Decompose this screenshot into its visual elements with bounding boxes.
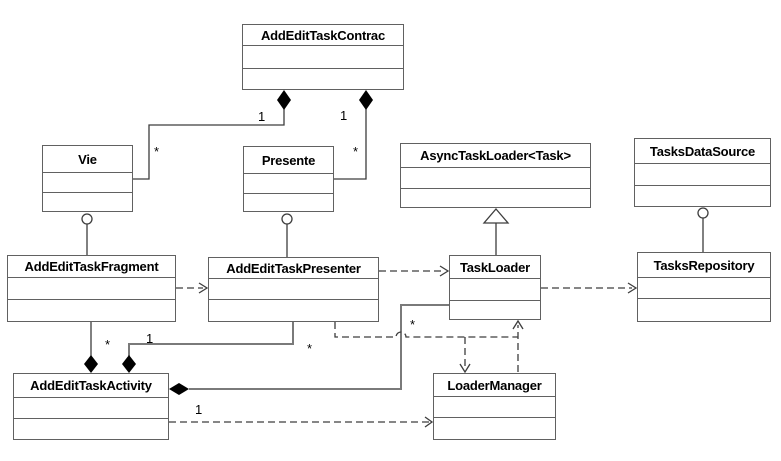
- class-methods-compartment: [450, 301, 540, 319]
- dependency-arrowhead-icon: [439, 265, 450, 277]
- class-tasksrepository[interactable]: TasksRepository: [637, 252, 771, 322]
- class-methods-compartment: [638, 299, 770, 321]
- composition-diamond-icon: [277, 90, 291, 110]
- class-title: TaskLoader: [450, 256, 540, 279]
- composition-link-activity-presenter: [122, 322, 294, 373]
- composition-link-contract-vie: [133, 90, 291, 180]
- class-taskloader[interactable]: TaskLoader: [449, 255, 541, 320]
- composition-diamond-icon: [169, 383, 189, 395]
- dependency-arrowhead-icon: [627, 282, 638, 294]
- class-title: AddEditTaskActivity: [14, 374, 168, 398]
- class-loadermanager[interactable]: LoaderManager: [433, 373, 556, 440]
- multiplicity-label: 1: [258, 109, 266, 124]
- dependency-link-activity-loadermanager: [169, 416, 434, 428]
- dependency-link-fragment-presenter: [176, 282, 209, 294]
- class-attributes-compartment: [450, 279, 540, 301]
- multiplicity-label: *: [353, 144, 359, 159]
- dependency-link-taskloader-repository: [541, 282, 638, 294]
- class-title: AddEditTaskPresenter: [209, 258, 378, 279]
- generalization-link-taskloader-asyncloader: [482, 208, 510, 255]
- multiplicity-label: *: [307, 341, 313, 356]
- class-presenter[interactable]: AddEditTaskPresenter: [208, 257, 379, 322]
- dependency-arrowhead-icon: [424, 416, 434, 428]
- class-attributes-compartment: [43, 173, 132, 193]
- multiplicity-label: *: [105, 337, 111, 352]
- class-tasksdatasource[interactable]: TasksDataSource: [634, 138, 771, 207]
- class-attributes-compartment: [209, 279, 378, 300]
- class-attributes-compartment: [243, 46, 403, 69]
- interface-circle-icon: [81, 213, 93, 225]
- composition-diamond-icon: [359, 90, 373, 110]
- class-methods-compartment: [8, 300, 175, 321]
- class-asynctaskloader[interactable]: AsyncTaskLoader<Task>: [400, 143, 591, 208]
- class-methods-compartment: [635, 186, 770, 206]
- class-attributes-compartment: [638, 278, 770, 299]
- class-attributes-compartment: [434, 397, 555, 418]
- dependency-arrowhead-icon: [198, 282, 209, 294]
- multiplicity-label: 1: [195, 402, 203, 417]
- interface-realization-vie-fragment: [81, 213, 93, 255]
- class-attributes-compartment: [244, 174, 333, 194]
- dependency-link-presenter-loadermanager: [334, 322, 518, 374]
- class-title: TasksRepository: [638, 253, 770, 278]
- composition-diamond-icon: [84, 355, 98, 373]
- multiplicity-label: 1: [340, 108, 348, 123]
- class-attributes-compartment: [401, 168, 590, 189]
- class-methods-compartment: [14, 419, 168, 439]
- class-title: Vie: [43, 146, 132, 173]
- class-methods-compartment: [43, 193, 132, 211]
- class-title: AddEditTaskFragment: [8, 256, 175, 278]
- class-vie[interactable]: Vie: [42, 145, 133, 212]
- class-attributes-compartment: [635, 164, 770, 186]
- class-activity[interactable]: AddEditTaskActivity: [13, 373, 169, 440]
- class-title: AsyncTaskLoader<Task>: [401, 144, 590, 168]
- generalization-triangle-icon: [482, 208, 510, 224]
- dependency-link-presenter-taskloader: [379, 265, 450, 277]
- class-fragment[interactable]: AddEditTaskFragment: [7, 255, 176, 322]
- class-methods-compartment: [401, 189, 590, 207]
- composition-diamond-icon: [122, 355, 136, 373]
- dependency-link-loadermanager-taskloader: [512, 319, 524, 372]
- class-title: TasksDataSource: [635, 139, 770, 164]
- multiplicity-label: *: [410, 317, 416, 332]
- interface-realization-presente-presenter: [281, 213, 293, 257]
- interface-realization-datasource-repository: [697, 207, 709, 252]
- class-attributes-compartment: [14, 398, 168, 419]
- interface-circle-icon: [697, 207, 709, 219]
- composition-link-contract-presente: [334, 90, 373, 180]
- dependency-arrowhead-icon: [512, 319, 524, 330]
- class-title: Presente: [244, 147, 333, 174]
- composition-link-activity-fragment: [84, 322, 98, 373]
- class-title: LoaderManager: [434, 374, 555, 397]
- multiplicity-label: 1: [146, 331, 154, 346]
- class-title: AddEditTaskContrac: [243, 25, 403, 46]
- dependency-arrowhead-icon: [459, 363, 471, 374]
- class-attributes-compartment: [8, 278, 175, 300]
- multiplicity-label: *: [154, 144, 160, 159]
- class-methods-compartment: [434, 418, 555, 439]
- class-contract[interactable]: AddEditTaskContrac: [242, 24, 404, 90]
- class-methods-compartment: [243, 69, 403, 89]
- class-methods-compartment: [209, 300, 378, 321]
- class-presente[interactable]: Presente: [243, 146, 334, 212]
- interface-circle-icon: [281, 213, 293, 225]
- composition-link-activity-taskloader: [169, 304, 449, 395]
- class-methods-compartment: [244, 194, 333, 211]
